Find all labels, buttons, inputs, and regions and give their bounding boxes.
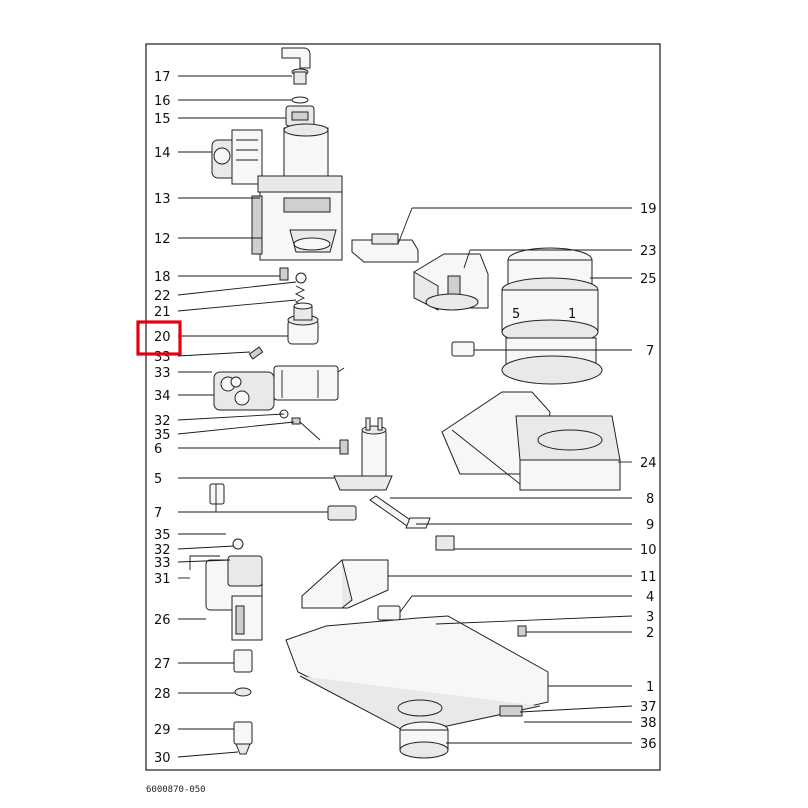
diagram-code: 6000870-050 (146, 785, 206, 795)
callout-33: 33 (154, 366, 171, 381)
callout-33-upper: 33 (154, 350, 171, 365)
part-12-13-brew-unit (251, 123, 343, 261)
part-11-cover (301, 559, 389, 609)
callout-38: 38 (640, 716, 657, 731)
callout-36: 36 (640, 737, 657, 752)
part-14-gear-motor (211, 129, 263, 185)
callout-8: 8 (646, 492, 654, 507)
callout-7-left: 7 (154, 506, 162, 521)
callout-11: 11 (640, 570, 657, 585)
callout-35-lower: 35 (154, 528, 171, 543)
part-25-grinder: 5 1 (501, 247, 603, 385)
highlight-box-callout-20 (136, 320, 182, 356)
right-callouts: 19 23 25 7 24 8 9 10 11 4 3 2 1 37 38 36 (640, 202, 657, 752)
callout-24: 24 (640, 456, 657, 471)
right-leader-lines (388, 207, 633, 744)
svg-text:1: 1 (568, 307, 576, 322)
part-18-21-22-small-parts (279, 267, 307, 307)
part-15-16-valve-top (285, 96, 315, 127)
callout-30: 30 (154, 751, 171, 766)
part-7-switch-left (209, 483, 357, 521)
callout-6: 6 (154, 442, 162, 457)
part-26-thermoblock (189, 538, 263, 641)
callout-22: 22 (154, 289, 171, 304)
callout-32: 32 (154, 414, 171, 429)
part-34-pump (213, 365, 345, 411)
callout-16: 16 (154, 94, 171, 109)
callout-20: 20 (154, 330, 171, 345)
svg-text:5: 5 (512, 307, 520, 322)
part-7-switch-right (451, 341, 475, 357)
callout-21: 21 (154, 305, 171, 320)
diagram-frame (145, 43, 661, 771)
callout-32-lower: 32 (154, 543, 171, 558)
callout-13: 13 (154, 192, 171, 207)
callout-10: 10 (640, 543, 657, 558)
left-leader-lines (177, 75, 340, 758)
part-19-bracket (351, 233, 419, 263)
callout-5: 5 (154, 472, 162, 487)
callout-25: 25 (640, 272, 657, 287)
callout-4: 4 (646, 590, 654, 605)
callout-18: 18 (154, 270, 171, 285)
part-36-foot (399, 721, 449, 759)
part-20-cap (287, 302, 319, 345)
callout-2: 2 (646, 626, 654, 641)
callout-31: 31 (154, 572, 171, 587)
callout-23: 23 (640, 244, 657, 259)
callout-19: 19 (640, 202, 657, 217)
callout-1: 1 (646, 680, 654, 695)
callout-14: 14 (154, 146, 171, 161)
callout-33-lower: 33 (154, 556, 171, 571)
callout-9: 9 (646, 518, 654, 533)
callout-7-right: 7 (646, 344, 654, 359)
callout-12: 12 (154, 232, 171, 247)
callout-17: 17 (154, 70, 171, 85)
part-23-housing (413, 253, 489, 311)
part-1-base-frame (285, 615, 549, 735)
callout-26: 26 (154, 613, 171, 628)
part-24-bean-container (441, 391, 621, 491)
part-5-6-8-9-10-mechanism (333, 417, 455, 551)
part-17-elbow-connector (281, 47, 311, 85)
callout-15: 15 (154, 112, 171, 127)
callout-29: 29 (154, 723, 171, 738)
callout-3: 3 (646, 610, 654, 625)
callout-35: 35 (154, 428, 171, 443)
part-27-30-valve-stack (233, 649, 253, 755)
part-32-35-small (279, 409, 321, 441)
callout-34: 34 (154, 389, 171, 404)
callout-37: 37 (640, 700, 657, 715)
callout-28: 28 (154, 687, 171, 702)
part-33-pin (248, 346, 264, 360)
left-callouts: 17 16 15 14 13 12 18 22 21 20 33 33 34 3… (154, 70, 171, 766)
callout-27: 27 (154, 657, 171, 672)
